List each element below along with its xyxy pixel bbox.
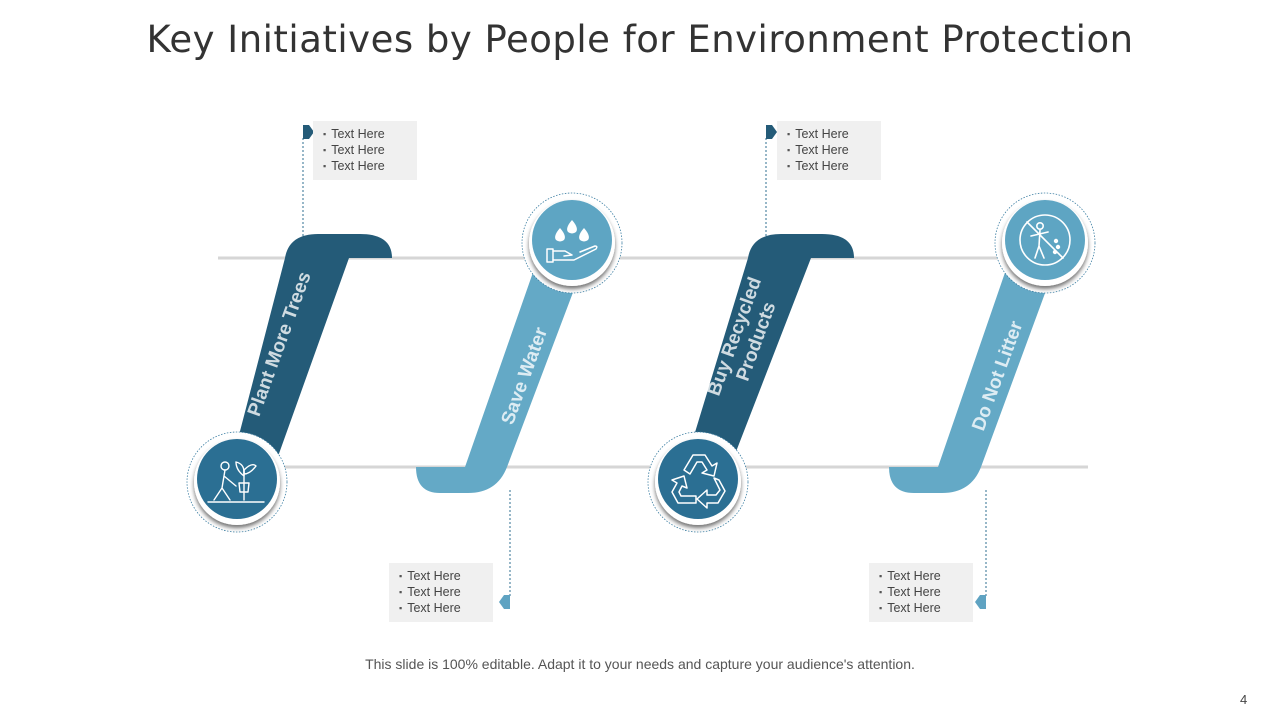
note-box-4: Text Here Text Here Text Here <box>869 563 973 622</box>
band-do-not-litter <box>889 258 1058 493</box>
band-plant-more-trees <box>232 234 392 462</box>
recycle-icon <box>647 431 749 533</box>
note-box-3: Text Here Text Here Text Here <box>777 121 881 180</box>
tag-marker-3 <box>766 125 777 139</box>
note-item: Text Here <box>879 600 963 616</box>
note-item: Text Here <box>787 158 871 174</box>
note-item: Text Here <box>399 568 483 584</box>
note-item: Text Here <box>323 126 407 142</box>
band-save-water <box>416 258 586 493</box>
page-number: 4 <box>1240 692 1248 707</box>
tag-marker-1 <box>303 125 314 139</box>
no-littering-icon <box>994 192 1096 294</box>
water-drops-hand-icon <box>521 192 623 294</box>
tag-marker-2 <box>499 595 510 609</box>
note-item: Text Here <box>323 158 407 174</box>
slide-title: Key Initiatives by People for Environmen… <box>146 18 1134 61</box>
note-item: Text Here <box>787 142 871 158</box>
note-box-2: Text Here Text Here Text Here <box>389 563 493 622</box>
note-item: Text Here <box>399 584 483 600</box>
note-item: Text Here <box>879 568 963 584</box>
note-item: Text Here <box>399 600 483 616</box>
planting-tree-icon <box>186 431 288 533</box>
note-item: Text Here <box>879 584 963 600</box>
band-buy-recycled-products <box>686 234 854 462</box>
note-item: Text Here <box>787 126 871 142</box>
footer-caption: This slide is 100% editable. Adapt it to… <box>365 656 915 672</box>
tag-marker-4 <box>975 595 986 609</box>
note-item: Text Here <box>323 142 407 158</box>
note-box-1: Text Here Text Here Text Here <box>313 121 417 180</box>
